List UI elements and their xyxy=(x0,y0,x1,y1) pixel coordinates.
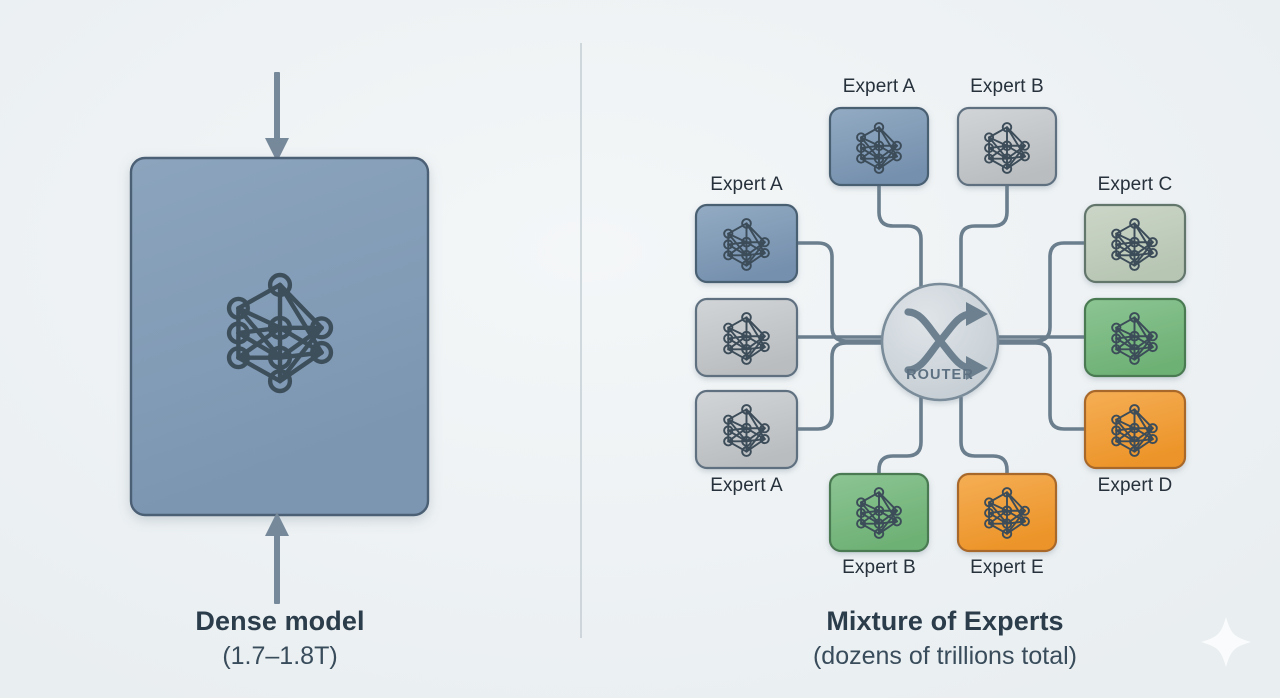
shuffle-icon xyxy=(904,308,975,374)
input-arrow-down xyxy=(265,72,289,162)
expert-label-left-a: Expert A xyxy=(710,174,783,195)
expert-label-top-b: Expert B xyxy=(970,76,1044,97)
shuffle-arrowheads xyxy=(966,302,988,380)
dense-model-caption: Dense model (1.7–1.8T) xyxy=(80,606,480,671)
expert-label-bot-b: Expert B xyxy=(842,557,916,578)
moe-caption-title: Mixture of Experts xyxy=(826,606,1064,636)
expert-label-top-a: Expert A xyxy=(842,76,916,97)
dense-model-caption-title: Dense model xyxy=(195,606,365,636)
moe-caption: Mixture of Experts (dozens of trillions … xyxy=(700,606,1190,671)
sparkle-icon xyxy=(1201,617,1251,667)
output-arrow-up xyxy=(265,512,289,604)
expert-label-right-c: Expert C xyxy=(1097,174,1173,195)
dense-model-caption-subtitle: (1.7–1.8T) xyxy=(222,641,338,670)
expert-label-left-bot-a: Expert A xyxy=(710,475,783,496)
expert-label-right-d: Expert D xyxy=(1097,475,1173,496)
moe-caption-subtitle: (dozens of trillions total) xyxy=(812,641,1077,670)
expert-label-bot-e: Expert E xyxy=(970,557,1044,578)
router-connectors xyxy=(795,183,1087,476)
router-label: ROUTER xyxy=(906,367,974,383)
